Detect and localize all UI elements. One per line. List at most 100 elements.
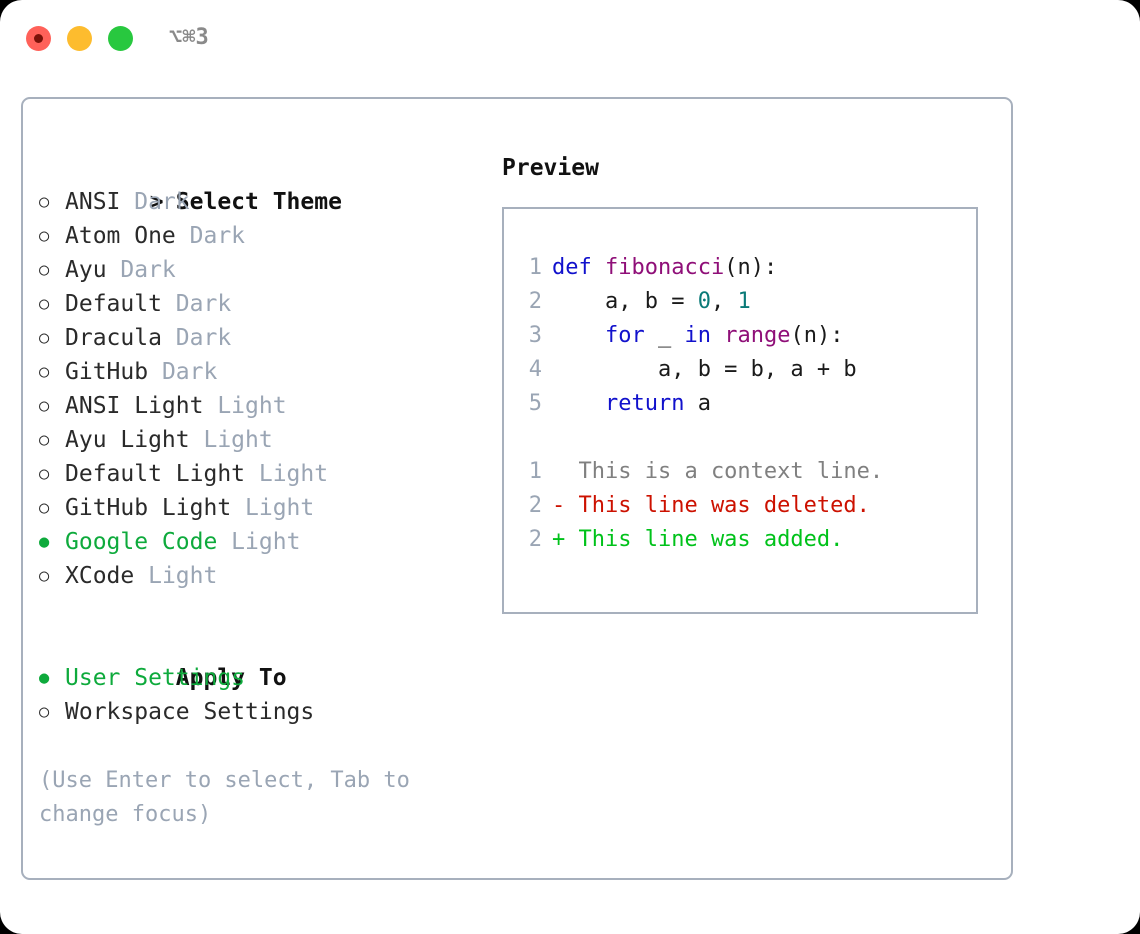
code-token-plain — [711, 323, 724, 348]
maximize-window-button[interactable] — [108, 26, 133, 51]
theme-list-item[interactable]: ○ Ayu Dark — [39, 253, 479, 287]
theme-list-item[interactable]: ○ Atom One Dark — [39, 219, 479, 253]
select-theme-label: Select Theme — [175, 189, 342, 215]
theme-name-label: GitHub — [65, 359, 149, 385]
main-panel: >Select Theme ○ANSI Dark○Atom One Dark○A… — [21, 97, 1013, 880]
close-window-button[interactable] — [26, 26, 51, 51]
code-diff-spacer — [518, 421, 968, 455]
diff-line-text: This is a context line. — [552, 459, 884, 484]
radio-unselected-icon[interactable]: ○ — [39, 192, 50, 212]
code-token-fn: range — [724, 323, 791, 348]
theme-list-item[interactable]: ○ Default Dark — [39, 287, 479, 321]
code-token-plain: _ — [644, 323, 685, 348]
code-line: 3 for _ in range(n): — [518, 319, 968, 353]
radio-unselected-icon[interactable]: ○ — [39, 464, 50, 484]
code-line: 5 return a — [518, 387, 968, 421]
title-bar: ⌥⌘3 — [0, 0, 1140, 76]
apply-to-item[interactable]: ● User Settings — [39, 661, 479, 695]
code-token-plain: a, b = b, a + b — [552, 357, 857, 382]
theme-variant-badge: Light — [231, 495, 315, 521]
theme-list-item[interactable]: ○ANSI Dark — [39, 185, 479, 219]
code-token-plain: a — [684, 391, 711, 416]
radio-unselected-icon[interactable]: ○ — [39, 430, 50, 450]
code-token-fn: fibonacci — [604, 255, 725, 280]
theme-variant-badge: Light — [189, 427, 273, 453]
code-token-plain: (n): — [790, 323, 844, 348]
line-number: 1 — [528, 255, 542, 280]
apply-to-label: Apply To — [175, 665, 287, 691]
code-token-plain: (n): — [724, 255, 778, 280]
theme-name-label: XCode — [65, 563, 135, 589]
diff-line-add: 2+ This line was added. — [518, 523, 968, 557]
radio-selected-icon[interactable]: ● — [39, 532, 50, 552]
theme-list-item[interactable]: ○Default Light Light — [39, 457, 479, 491]
apply-to-label-text: Workspace Settings — [65, 699, 315, 725]
code-line: 1 def fibonacci(n): — [518, 251, 968, 285]
caret-icon: > — [149, 189, 164, 215]
diff-block: 1 This is a context line.2- This line wa… — [518, 455, 968, 557]
radio-unselected-icon[interactable]: ○ — [39, 566, 50, 586]
diff-line-del: 2- This line was deleted. — [518, 489, 968, 523]
code-token-plain — [552, 391, 605, 416]
line-number: 4 — [528, 357, 542, 382]
theme-variant-badge: Dark — [175, 223, 246, 249]
line-number: 2 — [528, 527, 542, 552]
line-number: 3 — [528, 323, 542, 348]
record-indicator-icon — [34, 34, 43, 43]
theme-variant-badge: Light — [217, 529, 301, 555]
minimize-window-button[interactable] — [67, 26, 92, 51]
radio-unselected-icon[interactable]: ○ — [39, 396, 50, 416]
theme-variant-badge: Light — [245, 461, 329, 487]
radio-unselected-icon[interactable]: ○ — [39, 328, 50, 348]
theme-name-label: Ayu — [65, 257, 107, 283]
radio-unselected-icon[interactable]: ○ — [39, 498, 50, 518]
theme-list-item[interactable]: ○Ayu Light Light — [39, 423, 479, 457]
select-theme-header: > Select Theme — [39, 151, 479, 215]
diff-line-text: - This line was deleted. — [552, 493, 870, 518]
keyboard-hint-text: (Use Enter to select, Tab to change focu… — [39, 768, 424, 827]
theme-name-label: Atom One — [65, 223, 176, 249]
radio-unselected-icon[interactable]: ○ — [39, 260, 50, 280]
theme-list-item[interactable]: ○ Dracula Dark — [39, 321, 479, 355]
diff-line-ctx: 1 This is a context line. — [518, 455, 968, 489]
code-line: 4 a, b = b, a + b — [518, 353, 968, 387]
radio-selected-icon[interactable]: ● — [39, 668, 50, 688]
radio-unselected-icon[interactable]: ○ — [39, 702, 50, 722]
theme-list-item[interactable]: ○GitHub Light Light — [39, 491, 479, 525]
code-line: 2 a, b = 0, 1 — [518, 285, 968, 319]
theme-variant-badge: Dark — [161, 325, 232, 351]
theme-variant-badge: Light — [203, 393, 287, 419]
line-number: 2 — [528, 289, 542, 314]
theme-list-item[interactable]: ○ GitHub Dark — [39, 355, 479, 389]
apply-to-item[interactable]: ○ Workspace Settings — [39, 695, 479, 729]
list-spacer — [39, 593, 479, 627]
radio-unselected-icon[interactable]: ○ — [39, 294, 50, 314]
preview-title: Preview — [502, 155, 599, 181]
line-number: 5 — [528, 391, 542, 416]
theme-variant-badge: Dark — [148, 359, 218, 385]
theme-list-item[interactable]: ● Google Code Light — [39, 525, 479, 559]
theme-variant-badge: Dark — [161, 291, 232, 317]
apply-to-header: ○Apply To — [39, 627, 479, 691]
theme-selector-column: >Select Theme ○ANSI Dark○Atom One Dark○A… — [39, 151, 479, 729]
theme-name-label: Google Code — [65, 529, 218, 555]
theme-variant-badge: Dark — [106, 257, 176, 283]
code-token-kw: in — [684, 323, 711, 348]
code-token-kw: def — [552, 255, 605, 280]
theme-name-label: Dracula — [65, 325, 162, 351]
theme-list-item[interactable]: ○ANSI Light Light — [39, 389, 479, 423]
radio-unselected-icon[interactable]: ○ — [39, 362, 50, 382]
theme-name-label: Default — [65, 291, 162, 317]
code-token-kw: for — [604, 323, 645, 348]
keyboard-shortcut-label: ⌥⌘3 — [169, 25, 209, 50]
theme-name-label: ANSI — [65, 189, 121, 215]
apply-to-label-text: User Settings — [65, 665, 246, 691]
code-token-num: 0 — [697, 289, 711, 314]
theme-list-item[interactable]: ○XCode Light — [39, 559, 479, 593]
radio-unselected-icon[interactable]: ○ — [39, 226, 50, 246]
code-token-kw: return — [604, 391, 685, 416]
